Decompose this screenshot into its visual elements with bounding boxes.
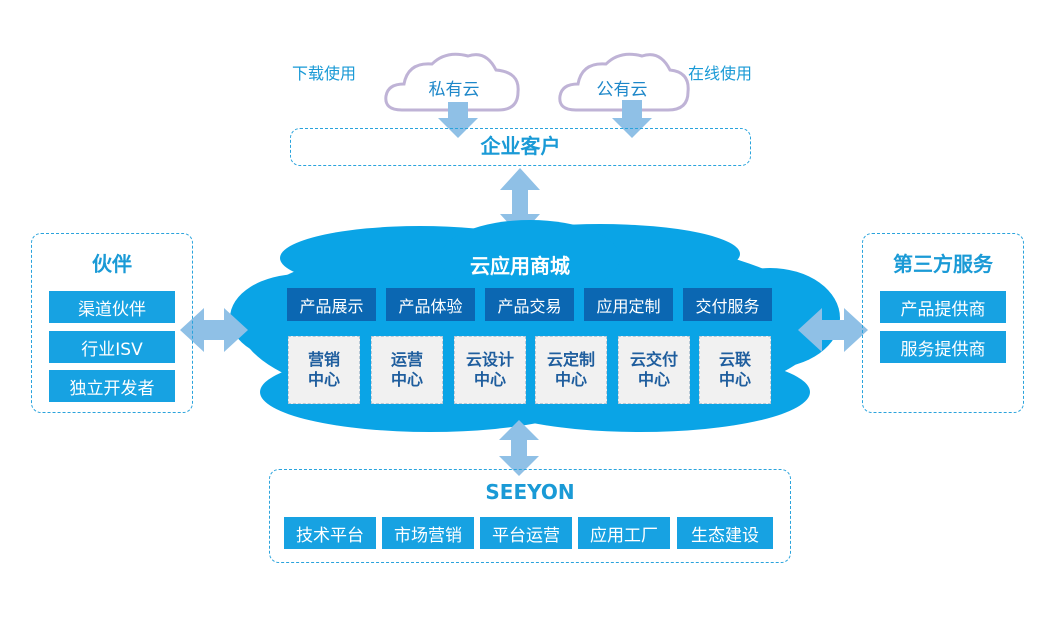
partners-box: 伙伴 渠道伙伴 行业ISV 独立开发者 bbox=[31, 233, 193, 413]
enterprise-customer-title: 企业客户 bbox=[480, 134, 561, 158]
center-cloud-delivery: 云交付 中心 bbox=[618, 336, 690, 404]
center-operation: 运营 中心 bbox=[371, 336, 443, 404]
enterprise-cloud-arrow bbox=[500, 168, 540, 236]
center-marketing-line2: 中心 bbox=[307, 370, 340, 389]
third-party-product-provider: 产品提供商 bbox=[880, 291, 1006, 323]
partners-title: 伙伴 bbox=[92, 252, 132, 276]
cloud-mall-product-experience: 产品体验 bbox=[386, 288, 475, 321]
center-cloud-link-line1: 云联 bbox=[718, 350, 751, 369]
third-party-title: 第三方服务 bbox=[893, 252, 993, 276]
seeyon-box: SEEYON 技术平台 市场营销 平台运营 应用工厂 生态建设 bbox=[269, 469, 791, 563]
center-cloud-design: 云设计 中心 bbox=[454, 336, 526, 404]
cloud-mall-delivery-service: 交付服务 bbox=[683, 288, 772, 321]
public-cloud-label: 公有云 bbox=[596, 80, 648, 100]
seeyon-tech-platform: 技术平台 bbox=[284, 517, 376, 549]
center-cloud-design-line1: 云设计 bbox=[465, 350, 514, 369]
cloud-mall-title: 云应用商城 bbox=[470, 254, 570, 278]
private-cloud-down-arrow bbox=[438, 102, 478, 138]
public-cloud-shape bbox=[558, 52, 690, 112]
third-party-cloud-arrow bbox=[798, 308, 868, 352]
partner-industry-isv: 行业ISV bbox=[49, 331, 175, 363]
seeyon-marketing: 市场营销 bbox=[382, 517, 474, 549]
enterprise-customer-box: 企业客户 bbox=[290, 128, 751, 166]
cloud-mall-product-trade: 产品交易 bbox=[485, 288, 574, 321]
partner-channel: 渠道伙伴 bbox=[49, 291, 175, 323]
center-operation-line1: 运营 bbox=[390, 350, 423, 369]
center-cloud-delivery-line1: 云交付 bbox=[629, 350, 678, 369]
online-use-note: 在线使用 bbox=[688, 64, 753, 83]
center-cloud-customization-line1: 云定制 bbox=[546, 350, 595, 369]
seeyon-platform-operation: 平台运营 bbox=[480, 517, 572, 549]
center-marketing: 营销 中心 bbox=[288, 336, 360, 404]
partners-cloud-arrow bbox=[180, 308, 248, 352]
partner-independent-developer: 独立开发者 bbox=[49, 370, 175, 402]
center-cloud-link: 云联 中心 bbox=[699, 336, 771, 404]
cloud-mall-app-customization: 应用定制 bbox=[584, 288, 673, 321]
center-operation-line2: 中心 bbox=[390, 370, 423, 389]
private-cloud-label: 私有云 bbox=[428, 80, 480, 100]
cloud-mall-product-display: 产品展示 bbox=[287, 288, 376, 321]
seeyon-app-factory: 应用工厂 bbox=[578, 517, 670, 549]
center-cloud-design-line2: 中心 bbox=[473, 370, 506, 389]
private-cloud-shape bbox=[384, 52, 520, 112]
center-cloud-customization-line2: 中心 bbox=[554, 370, 587, 389]
center-cloud-customization: 云定制 中心 bbox=[535, 336, 607, 404]
public-cloud-down-arrow bbox=[612, 100, 652, 138]
center-marketing-line1: 营销 bbox=[307, 350, 340, 369]
center-cloud-delivery-line2: 中心 bbox=[637, 370, 670, 389]
third-party-service-provider: 服务提供商 bbox=[880, 331, 1006, 363]
cloud-seeyon-arrow bbox=[499, 420, 539, 476]
third-party-box: 第三方服务 产品提供商 服务提供商 bbox=[862, 233, 1024, 413]
seeyon-ecosystem-building: 生态建设 bbox=[677, 517, 773, 549]
center-cloud-link-line2: 中心 bbox=[718, 370, 751, 389]
seeyon-title: SEEYON bbox=[485, 480, 575, 504]
download-use-note: 下载使用 bbox=[292, 64, 357, 83]
